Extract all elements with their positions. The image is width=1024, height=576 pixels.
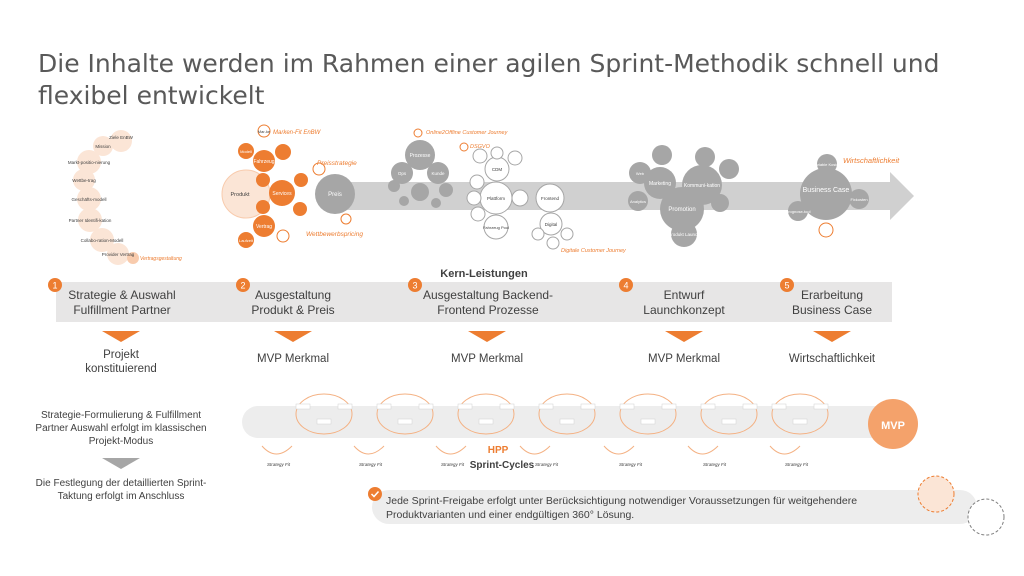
c1-node-7: Provider Vertrag [102, 252, 135, 257]
phase-below-5: Wirtschaftlichkeit [788, 353, 876, 365]
fit-label-5: Strategy Fit [619, 462, 643, 467]
phase-num-4: 4 [623, 281, 628, 291]
kern-band [56, 282, 892, 322]
c3-tag-digital: Digitale Customer Journey [561, 248, 627, 254]
c2-node-1: Modell [240, 149, 252, 154]
phase-label-1: Strategie & Auswahl Fulfillment Partner [68, 288, 176, 317]
page-title: Die Inhalte werden im Rahmen einer agile… [38, 49, 940, 110]
c4-node-0: Marketing [649, 181, 671, 187]
phase-below-3: MVP Merkmal [451, 353, 523, 365]
bottom-note: Jede Sprint-Freigabe erfolgt unter Berüc… [386, 495, 858, 521]
c1-node-5: Partner Identifi-kation [69, 218, 112, 223]
phase-below-1: Projekt konstituierend [85, 349, 157, 375]
c3-node-0: Prozesse [410, 153, 431, 159]
c2-node-2: Fahrzeug [253, 159, 274, 165]
fit-label-2: Strategy Fit [359, 462, 383, 467]
c2-node-6: Vertrag [256, 224, 272, 230]
c4-node-5: Analytics [630, 199, 646, 204]
left-chevron [102, 458, 140, 469]
phase-num-1: 1 [52, 281, 57, 291]
c2-node-7: Laufzeit [239, 238, 254, 243]
c3-node-1: Ops [398, 171, 407, 176]
c3-node-2: Kunde [431, 171, 445, 176]
sprint-cycles-line1: Sprint-Cycles [470, 460, 535, 471]
c4-node-1: Kommuni-kation [684, 183, 720, 189]
sprint-cycles [261, 393, 829, 455]
c2-node-5: Preis [328, 192, 342, 198]
sprint-fit-labels: Strategy Fit Strategy Fit Strategy Fit S… [267, 462, 809, 467]
fit-label-7: Strategy Fit [785, 462, 809, 467]
hpp-label: HPP [488, 445, 509, 456]
kern-title: Kern-Leistungen [440, 268, 528, 280]
deco-circle-1 [917, 475, 955, 513]
fit-label-1: Strategy Fit [267, 462, 291, 467]
phase-chevrons [102, 331, 851, 342]
c1-node-1: Mission [95, 144, 111, 149]
c1-node-0: Ziele EnBW [109, 135, 134, 140]
phase-below-2: MVP Merkmal [257, 353, 329, 365]
c3-node-4: Plattform [487, 196, 505, 201]
c1-node-2: Markt-positio-nierung [68, 160, 111, 165]
sprint-boxes [295, 403, 829, 425]
cluster-product: Marken-Fit EnBW Mar-ke Modell Fahrzeug P… [221, 124, 363, 248]
phase-label-5: Erarbeitung Business Case [791, 288, 873, 317]
deco-circle-2 [967, 498, 1005, 536]
c1-node-4: Geschäfts-modell [71, 197, 106, 202]
c2-tag-price: Preisstrategie [317, 160, 357, 167]
c2-brand: Marken-Fit EnBW [273, 130, 322, 136]
c1-node-3: Wettbe-trag [72, 178, 96, 183]
phase-badges: 1 2 3 4 5 [48, 278, 794, 292]
c5-node-3: Prognose-tool [786, 209, 811, 214]
c4-node-4: Web [636, 171, 645, 176]
cluster-process: Online2Offline Customer Journey DSGVO Pr… [388, 128, 627, 254]
fit-label-3: Strategy Fit [441, 462, 465, 467]
phase-label-4: Entwurf Launchkonzept [643, 288, 725, 317]
c2-tag-comp: Wettbewerbspricing [306, 231, 363, 238]
check-icon [370, 490, 380, 498]
c1-node-6: Collabo-ration-Modell [81, 238, 124, 243]
phase-num-3: 3 [412, 281, 417, 291]
c3-node-7: Digital [545, 222, 558, 227]
c3-tag-top: Online2Offline Customer Journey [426, 130, 509, 136]
note-band [372, 490, 977, 524]
c5-tag: Wirtschaftlichkeit [843, 156, 900, 165]
c2-node-0: Mar-ke [258, 129, 271, 134]
left-note-sprint: Die Festlegung der detaillierten Sprint-… [35, 478, 207, 502]
fit-label-4: Strategy Fit [535, 462, 559, 467]
c3-node-6: Fahrzeug Pool [483, 225, 509, 230]
c3-tag-dsgvo: DSGVO [470, 144, 491, 150]
check-badge [368, 487, 382, 501]
cluster-business: Wirtschaftlichkeit Business Case Variabl… [786, 154, 900, 238]
c5-node-1: Variable Kosten [813, 162, 841, 167]
c2-node-4: Services [272, 191, 292, 197]
c3-node-5: Frontend [541, 196, 560, 201]
phase-num-2: 2 [240, 281, 245, 291]
c3-node-3: CDM [492, 167, 502, 172]
c2-node-3: Produkt [231, 192, 250, 198]
phase-below-4: MVP Merkmal [648, 353, 720, 365]
c5-node-0: Business Case [803, 187, 850, 194]
mvp-circle [868, 399, 918, 449]
phase-label-3: Ausgestaltung Backend-Frontend Prozesse [422, 288, 554, 317]
left-note-classic: Strategie-Formulierung & Fulfillment Par… [35, 410, 207, 447]
c4-node-3: Produkt Launch [668, 232, 700, 237]
mvp-label: MVP [881, 420, 905, 432]
cluster-strategy: Ziele EnBW Mission Markt-positio-nierung… [68, 130, 182, 265]
phase-num-5: 5 [784, 281, 789, 291]
c1-tag: Vertragsgestaltung [140, 256, 182, 262]
cluster-launch: Marketing Kommuni-kation Promotion Produ… [628, 145, 739, 247]
c4-node-2: Promotion [668, 207, 695, 213]
fit-label-6: Strategy Fit [703, 462, 727, 467]
phase-label-2: Ausgestaltung Produkt & Preis [251, 288, 335, 317]
c5-node-2: Fixkosten [850, 197, 867, 202]
